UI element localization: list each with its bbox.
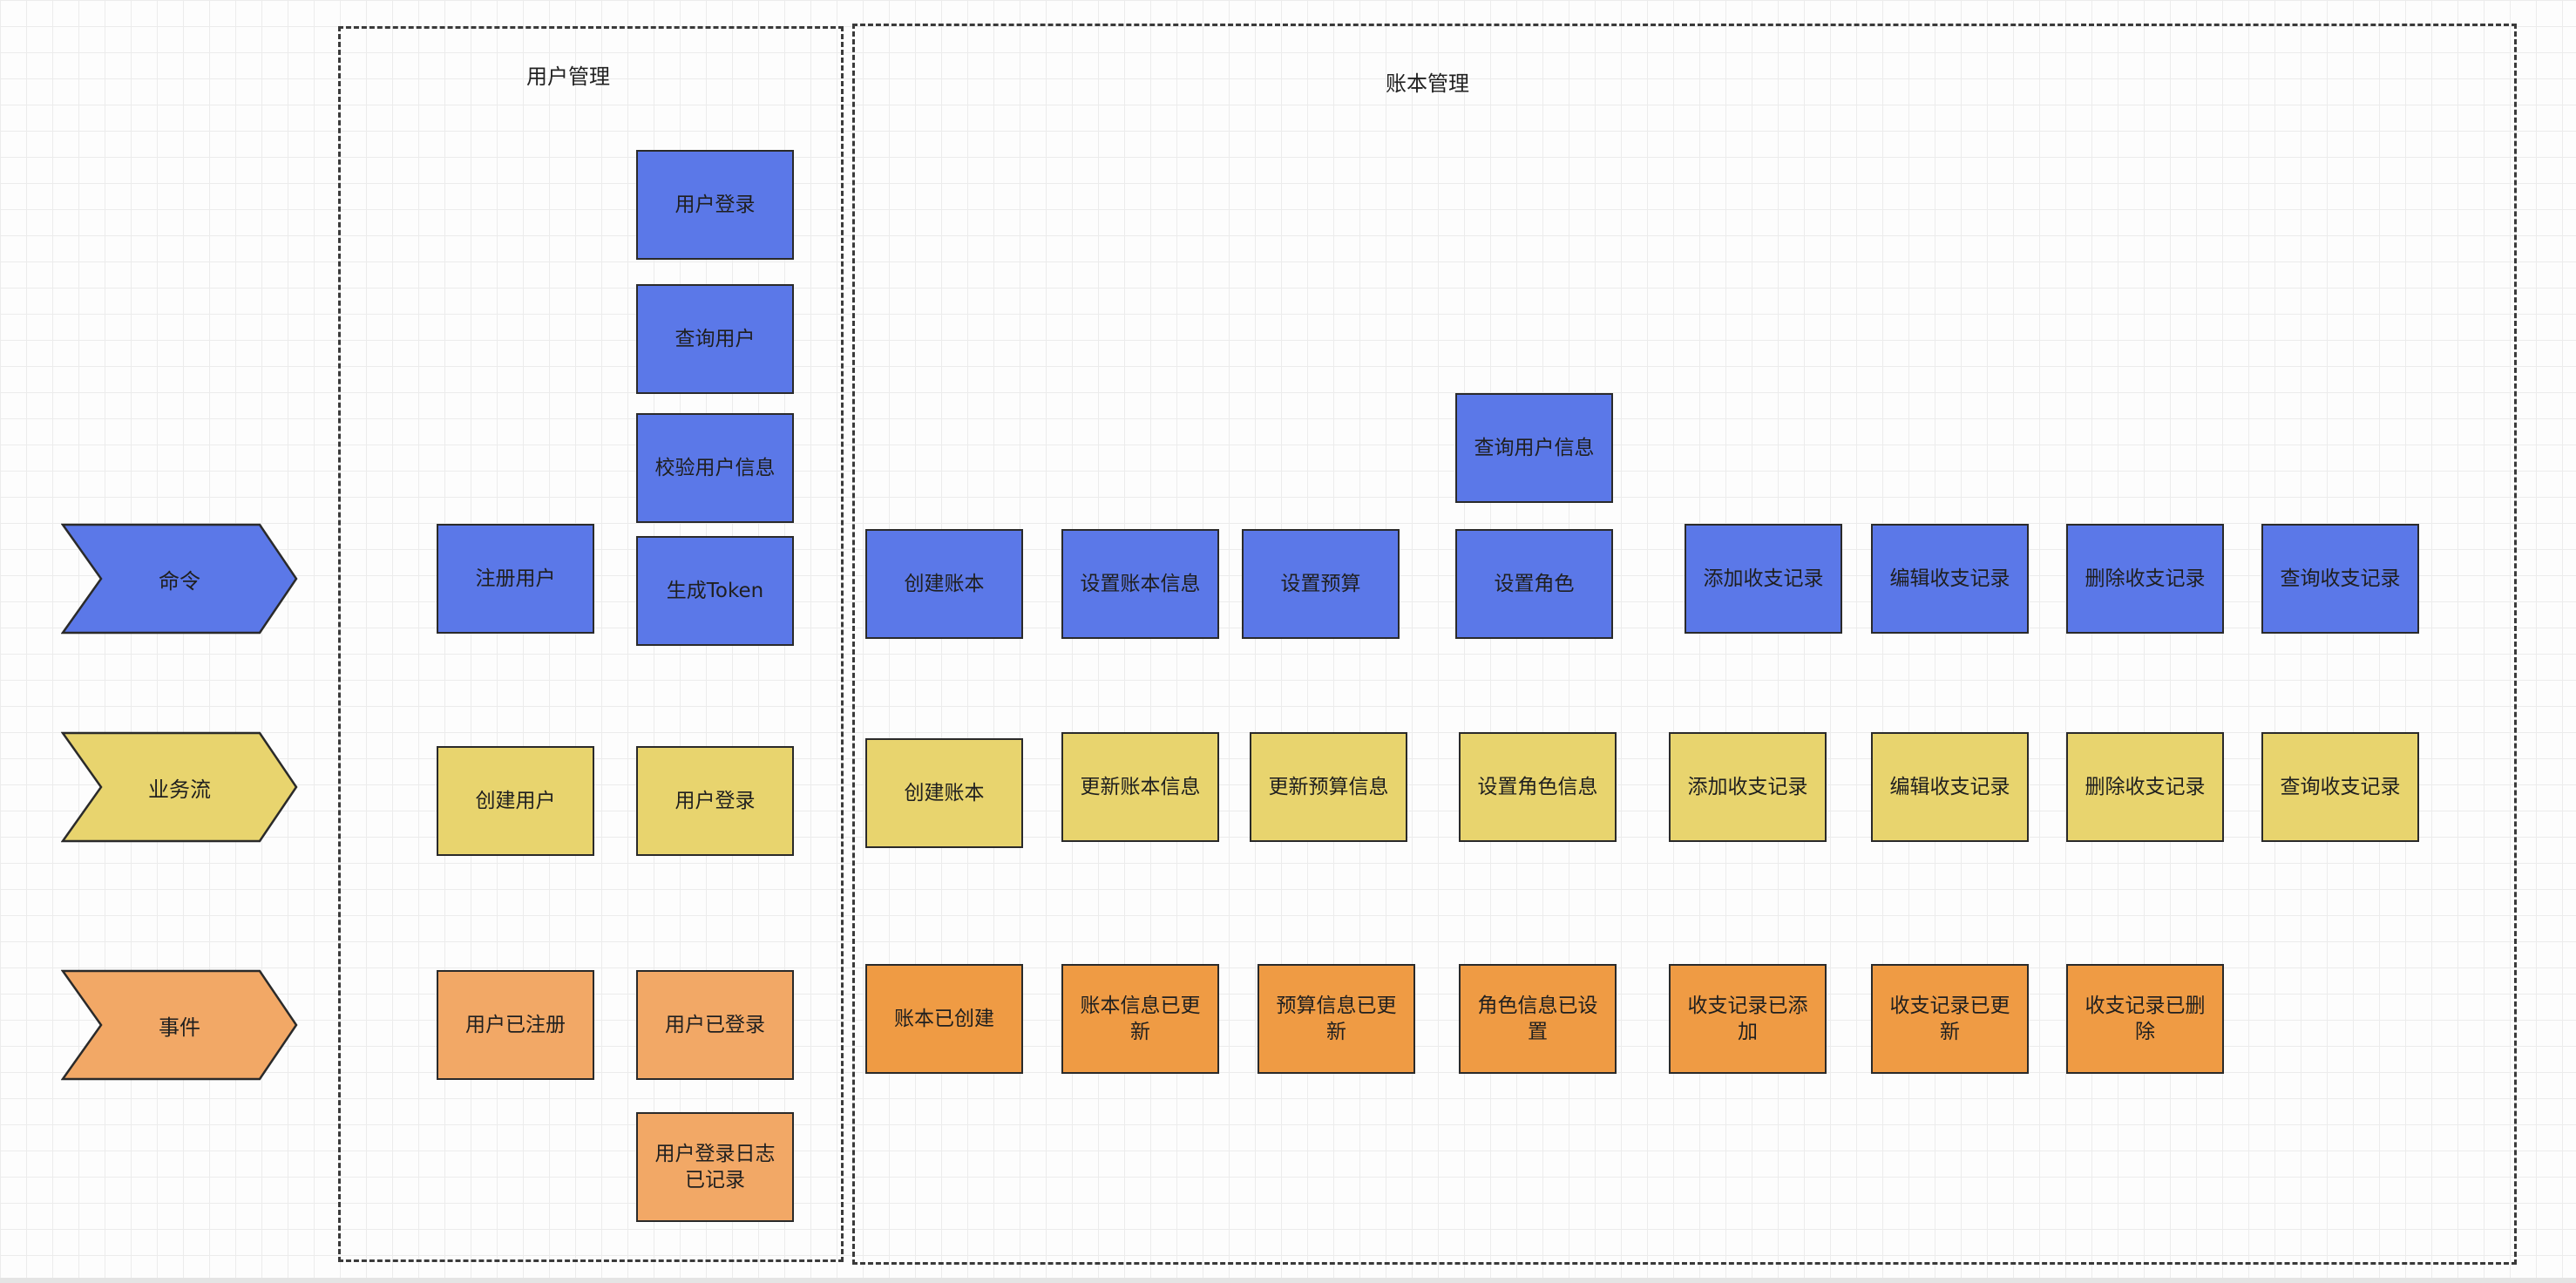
account-command-delete-record[interactable]: 删除收支记录 xyxy=(2066,524,2224,634)
legend-command: 命令 xyxy=(61,523,298,635)
user-flow-login[interactable]: 用户登录 xyxy=(636,746,794,856)
user-command-token[interactable]: 生成Token xyxy=(636,536,794,646)
account-command-set-budget[interactable]: 设置预算 xyxy=(1242,529,1400,639)
legend-event: 事件 xyxy=(61,969,298,1081)
account-event-budget-updated[interactable]: 预算信息已更新 xyxy=(1257,964,1415,1074)
canvas-bottom-edge xyxy=(0,1278,2576,1283)
user-command-query[interactable]: 查询用户 xyxy=(636,284,794,394)
account-event-created[interactable]: 账本已创建 xyxy=(865,964,1023,1074)
legend-event-label: 事件 xyxy=(159,1015,200,1040)
legend-command-label: 命令 xyxy=(159,568,200,594)
legend-flow-label: 业务流 xyxy=(148,777,211,802)
account-command-query-user[interactable]: 查询用户信息 xyxy=(1455,393,1613,503)
account-command-add-record[interactable]: 添加收支记录 xyxy=(1685,524,1842,634)
account-command-query-record[interactable]: 查询收支记录 xyxy=(2261,524,2419,634)
account-flow-add-record[interactable]: 添加收支记录 xyxy=(1669,732,1827,842)
user-mgmt-title: 用户管理 xyxy=(526,64,610,89)
account-event-role-set[interactable]: 角色信息已设置 xyxy=(1459,964,1617,1074)
chevron-shape-icon xyxy=(61,731,298,843)
account-command-edit-record[interactable]: 编辑收支记录 xyxy=(1871,524,2029,634)
account-flow-delete-record[interactable]: 删除收支记录 xyxy=(2066,732,2224,842)
account-event-record-updated[interactable]: 收支记录已更新 xyxy=(1871,964,2029,1074)
user-command-register[interactable]: 注册用户 xyxy=(437,524,594,634)
account-flow-set-role[interactable]: 设置角色信息 xyxy=(1459,732,1617,842)
account-event-record-deleted[interactable]: 收支记录已删除 xyxy=(2066,964,2224,1074)
account-event-info-updated[interactable]: 账本信息已更新 xyxy=(1061,964,1219,1074)
chevron-shape-icon xyxy=(61,969,298,1081)
user-event-logged-in[interactable]: 用户已登录 xyxy=(636,970,794,1080)
account-mgmt-title: 账本管理 xyxy=(1386,71,1469,96)
account-command-set-role[interactable]: 设置角色 xyxy=(1455,529,1613,639)
account-flow-update-budget[interactable]: 更新预算信息 xyxy=(1250,732,1407,842)
chevron-shape-icon xyxy=(61,523,298,635)
account-flow-edit-record[interactable]: 编辑收支记录 xyxy=(1871,732,2029,842)
user-command-login[interactable]: 用户登录 xyxy=(636,150,794,260)
user-command-validate[interactable]: 校验用户信息 xyxy=(636,413,794,523)
account-event-record-added[interactable]: 收支记录已添加 xyxy=(1669,964,1827,1074)
account-command-set-info[interactable]: 设置账本信息 xyxy=(1061,529,1219,639)
user-event-login-log[interactable]: 用户登录日志已记录 xyxy=(636,1112,794,1222)
legend-flow: 业务流 xyxy=(61,731,298,843)
account-flow-query-record[interactable]: 查询收支记录 xyxy=(2261,732,2419,842)
account-command-create[interactable]: 创建账本 xyxy=(865,529,1023,639)
user-flow-create[interactable]: 创建用户 xyxy=(437,746,594,856)
account-mgmt-group xyxy=(852,24,2517,1265)
account-flow-update-info[interactable]: 更新账本信息 xyxy=(1061,732,1219,842)
user-mgmt-group xyxy=(338,26,844,1262)
user-event-registered[interactable]: 用户已注册 xyxy=(437,970,594,1080)
account-flow-create[interactable]: 创建账本 xyxy=(865,738,1023,848)
